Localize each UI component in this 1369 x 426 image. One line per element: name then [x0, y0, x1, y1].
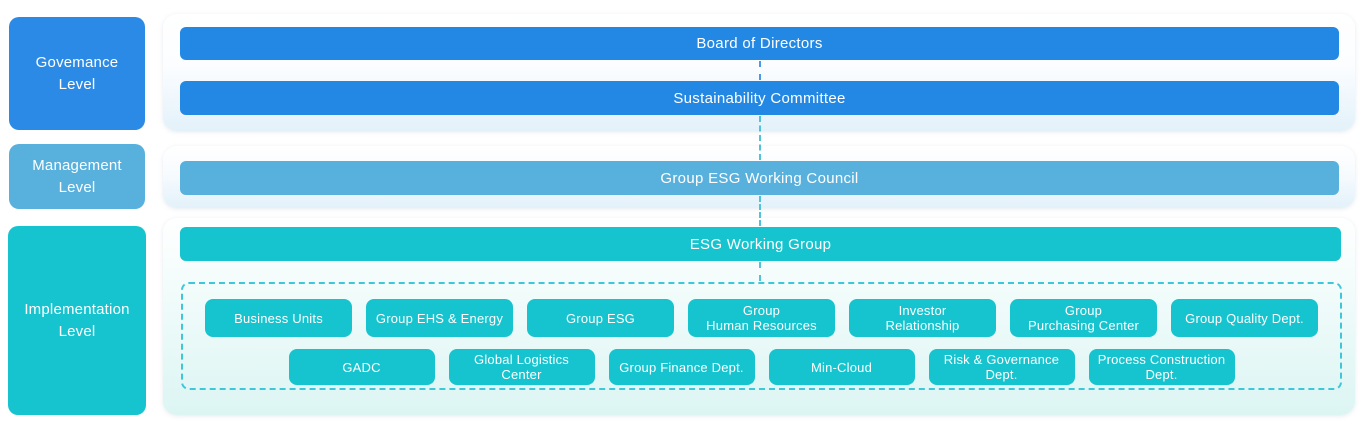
- governance-level-label: Govemance Level: [9, 17, 145, 130]
- dept-group-human-resources: Group Human Resources: [688, 299, 835, 337]
- esg-working-group-bar: ESG Working Group: [180, 227, 1341, 261]
- dept-gadc: GADC: [288, 349, 435, 385]
- dept-business-units: Business Units: [205, 299, 352, 337]
- board-of-directors-bar: Board of Directors: [180, 27, 1339, 60]
- connector-board-to-sustainability: [759, 61, 761, 80]
- dept-group-finance: Group Finance Dept.: [608, 349, 755, 385]
- management-level-label: Management Level: [9, 144, 145, 209]
- dept-group-esg: Group ESG: [527, 299, 674, 337]
- dept-risk-governance: Risk & Governance Dept.: [928, 349, 1075, 385]
- dept-min-cloud: Min-Cloud: [768, 349, 915, 385]
- dept-investor-relationship: Investor Relationship: [849, 299, 996, 337]
- connector-working-group-to-departments: [759, 262, 761, 281]
- implementation-level-label: Implementation Level: [8, 226, 146, 415]
- group-esg-working-council-bar: Group ESG Working Council: [180, 161, 1339, 195]
- dept-group-ehs-energy: Group EHS & Energy: [366, 299, 513, 337]
- connector-council-to-working-group: [759, 196, 761, 226]
- departments-container: Business Units Group EHS & Energy Group …: [181, 282, 1342, 390]
- dept-group-purchasing-center: Group Purchasing Center: [1010, 299, 1157, 337]
- dept-global-logistics-center: Global Logistics Center: [448, 349, 595, 385]
- sustainability-committee-bar: Sustainability Committee: [180, 81, 1339, 115]
- dept-group-quality: Group Quality Dept.: [1171, 299, 1318, 337]
- connector-sustainability-to-council: [759, 116, 761, 160]
- dept-process-construction: Process Construction Dept.: [1088, 349, 1235, 385]
- departments-row-1: Business Units Group EHS & Energy Group …: [183, 299, 1340, 337]
- departments-row-2: GADC Global Logistics Center Group Finan…: [183, 349, 1340, 385]
